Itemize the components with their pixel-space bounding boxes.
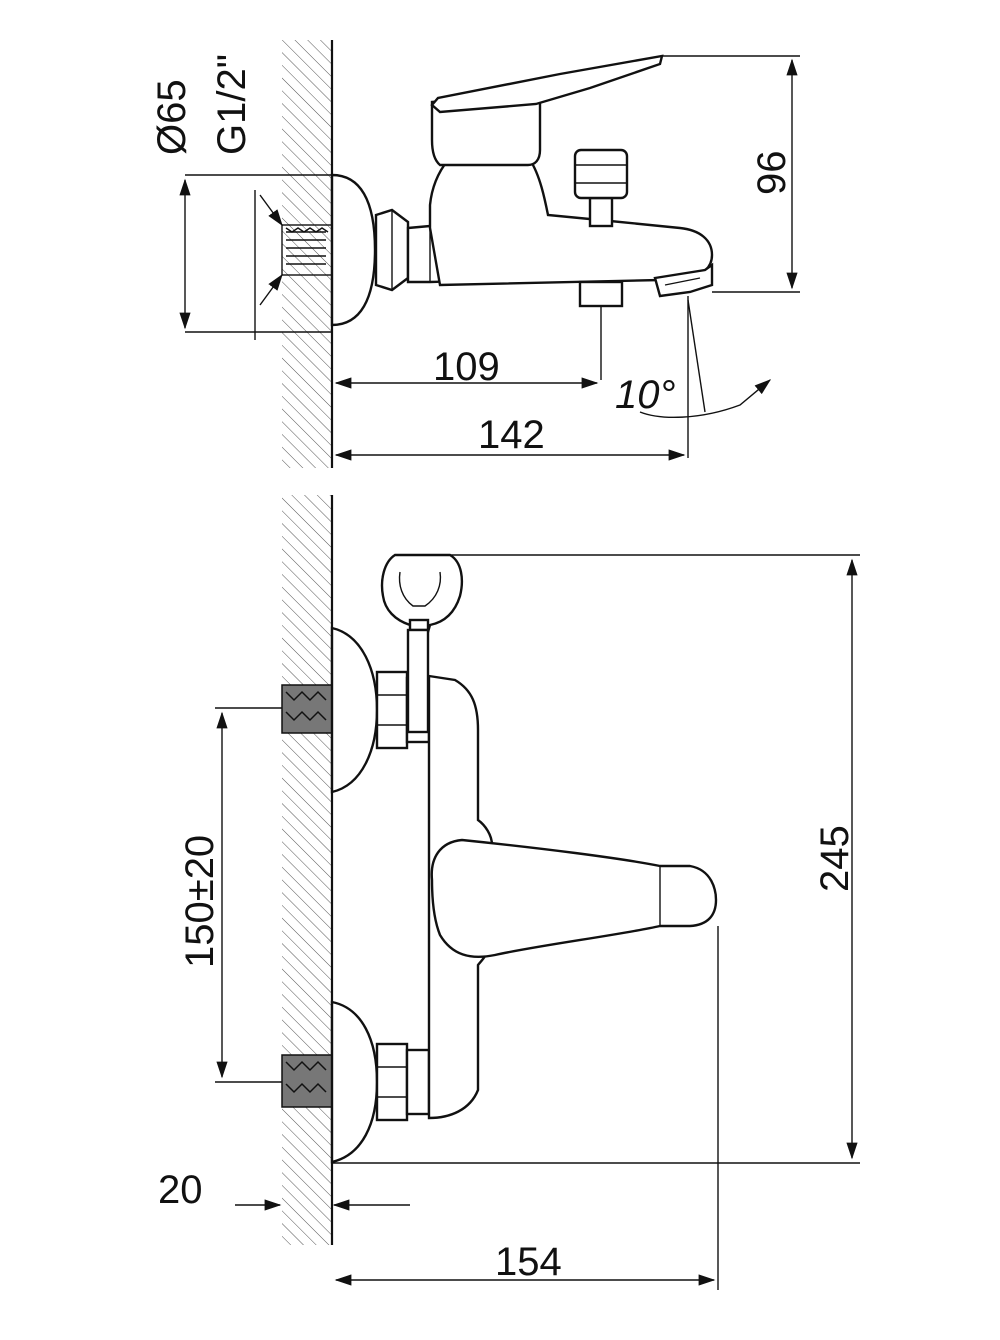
lever-handle-front bbox=[430, 838, 718, 958]
flange-lower bbox=[330, 1000, 379, 1164]
dim-total-height: 245 bbox=[813, 825, 857, 892]
flange-upper bbox=[330, 626, 379, 794]
spout-tip-top bbox=[653, 262, 714, 298]
dim-spout-angle: 10° bbox=[615, 373, 676, 417]
diverter-knob-top bbox=[573, 148, 629, 228]
dim-height-96: 96 bbox=[750, 151, 794, 196]
hex-nut-upper bbox=[375, 670, 409, 750]
top-view: Ø65 G1/2" 96 109 10° 142 bbox=[150, 40, 800, 468]
hex-nut-lower bbox=[375, 1042, 409, 1122]
connector-lower bbox=[405, 1048, 431, 1116]
wall-section-front bbox=[282, 495, 332, 1245]
dim-handle-reach: 109 bbox=[433, 345, 500, 389]
dim-spout-reach: 142 bbox=[478, 413, 545, 457]
thread-inlet bbox=[281, 224, 333, 276]
shower-holder bbox=[380, 553, 464, 734]
cartridge-top bbox=[430, 93, 542, 167]
dim-total-depth: 154 bbox=[495, 1240, 562, 1284]
dim-flange-diameter: Ø65 bbox=[150, 79, 194, 155]
dim-wall-offset: 20 bbox=[158, 1168, 203, 1212]
front-view: 245 150±20 20 154 bbox=[158, 495, 860, 1290]
dim-thread-size: G1/2" bbox=[210, 54, 254, 155]
inlet-lower bbox=[281, 1054, 333, 1108]
dim-inlet-spacing: 150±20 bbox=[178, 835, 222, 968]
lever-handle-top bbox=[430, 54, 664, 114]
shower-outlet-top bbox=[578, 280, 624, 380]
flange-top bbox=[330, 173, 377, 327]
inlet-upper bbox=[281, 684, 333, 734]
mixer-body-top bbox=[428, 158, 714, 287]
wall-section-top bbox=[282, 40, 332, 468]
